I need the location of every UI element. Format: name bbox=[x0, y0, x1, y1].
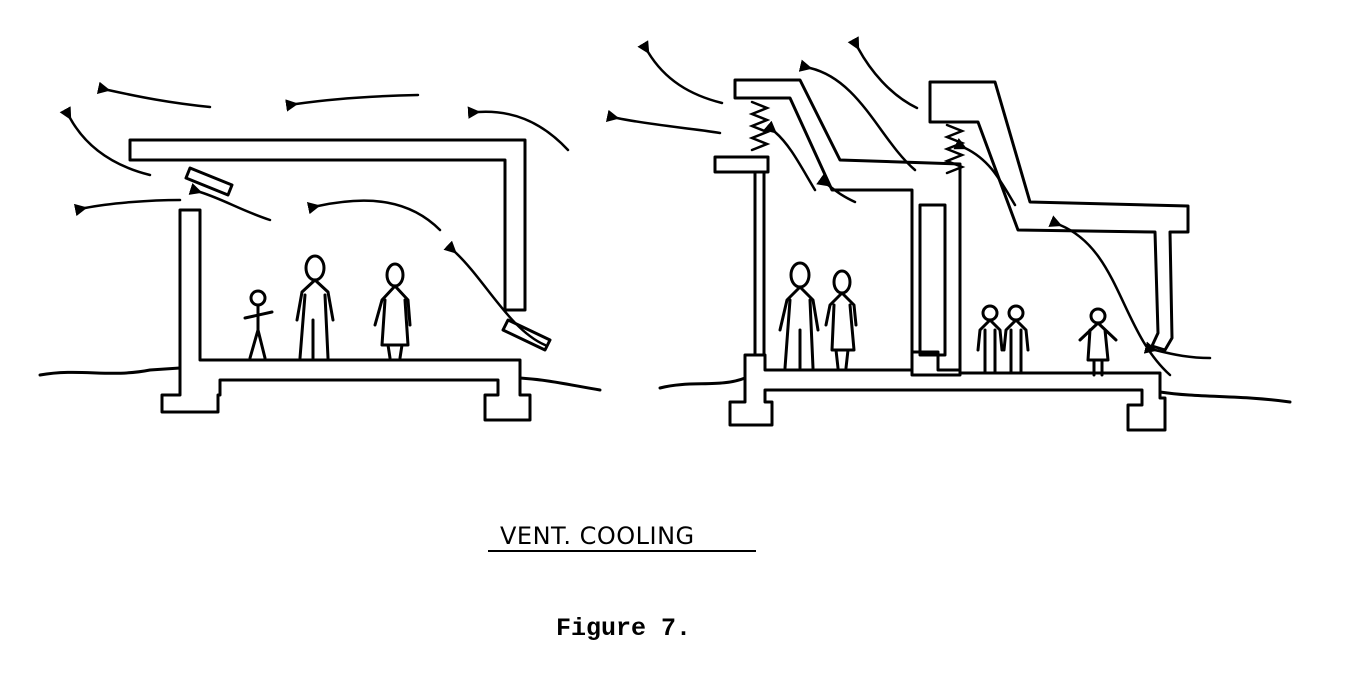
figure-caption: Figure 7. bbox=[556, 614, 692, 643]
ground-line-left bbox=[38, 366, 602, 392]
diagram-label: VENT. COOLING bbox=[500, 522, 695, 550]
person-child bbox=[1078, 307, 1118, 377]
left-building bbox=[128, 138, 552, 422]
airflow-arrows bbox=[59, 36, 1212, 377]
person-child bbox=[243, 289, 274, 360]
roof-vent-flap bbox=[184, 166, 234, 197]
person-adult bbox=[295, 254, 335, 360]
spring-vent-left bbox=[748, 100, 771, 152]
people bbox=[243, 254, 1118, 377]
wall-vent-flap bbox=[501, 318, 552, 352]
ground-line-right bbox=[658, 376, 1292, 404]
person-adult bbox=[824, 269, 858, 370]
person-child bbox=[1002, 304, 1030, 374]
person-adult bbox=[373, 262, 412, 360]
spring-vent-right bbox=[943, 123, 966, 175]
person-child bbox=[976, 304, 1004, 374]
person-adult bbox=[778, 261, 820, 370]
label-underline bbox=[488, 550, 756, 552]
right-building bbox=[713, 78, 1190, 432]
